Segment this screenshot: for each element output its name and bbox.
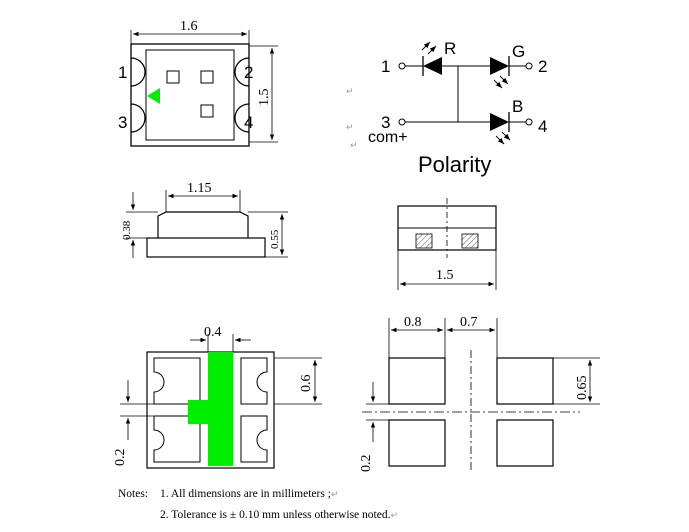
led-b-label: B: [512, 97, 523, 116]
notch-pin1: [130, 57, 146, 87]
top-view-body: [145, 49, 235, 141]
top-pin-2-label: 2: [244, 63, 253, 82]
bottom-pad-height-label: 0.6: [299, 375, 314, 393]
footprint-gap-label: 0.2: [359, 455, 374, 473]
paragraph-mark: ↵: [346, 123, 354, 133]
footprint-pad-1: [388, 357, 446, 405]
notes-row-1: Notes: 1. All dimensions are in millimete…: [118, 484, 398, 505]
schem-pin-2-terminal: [525, 62, 533, 70]
notes-line-1: 1. All dimensions are in millimeters ;: [160, 488, 331, 500]
schem-pin-3-label: 3: [381, 113, 390, 132]
die-1: [166, 70, 180, 84]
schem-pin-4-label: 4: [538, 117, 547, 136]
bottom-pad-3: [153, 415, 201, 463]
footprint-pad-width-label: 0.8: [404, 315, 422, 330]
paragraph-mark: ↵: [350, 141, 358, 151]
emission-arrows-icon: [421, 41, 511, 145]
top-pin-4-label: 4: [244, 113, 253, 132]
top-view-outline: [130, 43, 250, 147]
paragraph-mark: ↵: [390, 511, 399, 521]
top-pin-1-label: 1: [118, 63, 127, 82]
polarity-schematic: 1 2 3 4 R G B com+ Polarity ↵ ↵ ↵: [346, 39, 547, 177]
footprint-pad-2: [496, 357, 554, 405]
front-width-label: 1.5: [436, 268, 454, 283]
diode-b-symbol: [490, 113, 509, 131]
top-width-label: 1.6: [180, 19, 198, 34]
front-view: 1.5: [397, 198, 497, 290]
schem-pin-2-label: 2: [538, 57, 547, 76]
bottom-pad-1: [153, 357, 201, 405]
notes-block: Notes: 1. All dimensions are in millimete…: [118, 484, 398, 526]
paragraph-mark: ↵: [346, 87, 354, 97]
polarity-title: Polarity: [418, 152, 491, 177]
polarity-marker-green: [147, 88, 160, 104]
top-pin-3-label: 3: [118, 113, 127, 132]
diode-r-symbol: [423, 57, 442, 75]
top-height-label: 1.5: [257, 89, 272, 107]
bottom-gap-label: 0.2: [113, 449, 128, 467]
notes-line-2: 2. Tolerance is ± 0.10 mm unless otherwi…: [160, 509, 391, 521]
schem-pin-3-terminal: [398, 118, 406, 126]
die-2: [200, 70, 214, 84]
footprint-spacing-label: 0.7: [460, 315, 478, 330]
side-top-height-label: 0.38: [121, 220, 133, 240]
footprint-pad-4: [496, 419, 554, 467]
notch-pin2: [234, 57, 250, 87]
bottom-center-width-label: 0.4: [204, 325, 222, 340]
footprint-view: 0.8 0.7 0.65 0.2: [359, 315, 600, 472]
top-view: 1 2 3 4 1.6 1.5: [118, 19, 278, 147]
bottom-pad-2: [240, 357, 268, 405]
bottom-center-pad-green: [188, 352, 233, 466]
side-base: [146, 237, 266, 258]
die-3: [200, 104, 214, 118]
front-pad-right: [461, 233, 479, 249]
notch-pin4: [234, 103, 250, 133]
bottom-pad-4: [240, 415, 268, 463]
schem-pin-1-terminal: [398, 62, 406, 70]
led-g-label: G: [512, 42, 525, 61]
notch-pin3: [130, 103, 146, 133]
side-top-width-label: 1.15: [187, 181, 212, 196]
footprint-pad-height-label: 0.65: [575, 376, 590, 401]
bottom-view: 0.4 0.6 0.2: [113, 325, 322, 469]
notes-heading: Notes:: [118, 488, 149, 500]
notes-row-2: 2. Tolerance is ± 0.10 mm unless otherwi…: [118, 505, 398, 526]
common-anode-label: com+: [368, 129, 408, 146]
led-r-label: R: [444, 39, 456, 58]
schem-pin-4-terminal: [525, 118, 533, 126]
schem-pin-1-label: 1: [381, 57, 390, 76]
side-dome: [157, 211, 249, 238]
side-view: 1.15 0.38 0.55: [121, 181, 288, 258]
paragraph-mark: ↵: [330, 490, 339, 500]
side-total-height-label: 0.55: [269, 229, 281, 249]
front-pad-left: [415, 233, 433, 249]
footprint-pad-3: [388, 419, 446, 467]
diode-g-symbol: [490, 57, 509, 75]
